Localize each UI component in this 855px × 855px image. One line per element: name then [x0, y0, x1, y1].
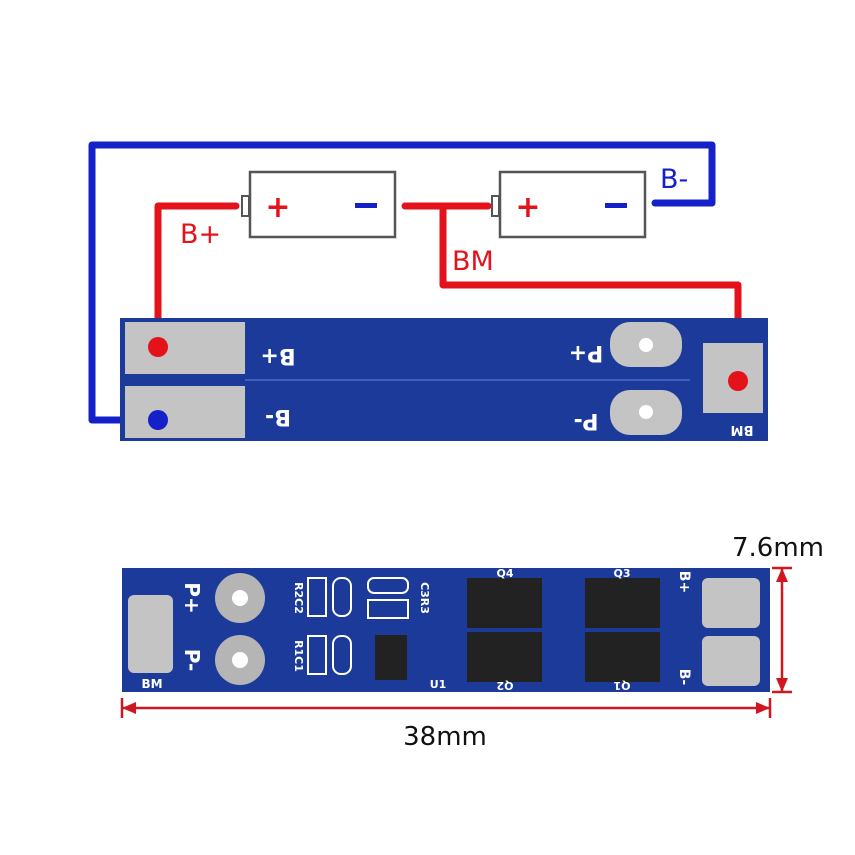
- dimension-lines: [120, 566, 792, 718]
- silk-b-minus: B-: [265, 404, 291, 429]
- svg-text:Q1: Q1: [613, 679, 630, 692]
- svg-text:B+: B+: [676, 571, 692, 593]
- silk-p-minus-b: P-: [180, 649, 204, 672]
- silk-p-plus-b: P+: [180, 582, 204, 613]
- b-minus-wire: [88, 141, 716, 424]
- bm-label: BM: [452, 246, 494, 277]
- silk-bm-b: BM: [141, 677, 162, 691]
- battery-1-plus: +: [265, 190, 290, 225]
- width-dimension: 38mm: [403, 722, 487, 752]
- svg-text:R1C1: R1C1: [292, 640, 305, 672]
- silk-p-minus: P-: [574, 408, 599, 433]
- svg-text:B-: B-: [676, 669, 692, 686]
- svg-text:Q3: Q3: [613, 567, 630, 580]
- pcb-bottom: P+ P- BM R2C2 R1C1 C3R3 U1 Q4 Q3 Q2 Q1 B…: [122, 567, 770, 692]
- svg-text:Q2: Q2: [496, 679, 513, 692]
- pcb-top: B+ B- P+ P- BM: [120, 318, 768, 441]
- battery-1: +: [241, 170, 397, 239]
- silk-p-plus: P+: [569, 340, 604, 365]
- silk-b-plus: B+: [260, 343, 295, 368]
- battery-2-plus: +: [515, 190, 540, 225]
- silk-bm: BM: [731, 422, 754, 437]
- svg-text:Q4: Q4: [496, 567, 513, 580]
- b-plus-label: B+: [180, 219, 221, 250]
- svg-text:U1: U1: [430, 678, 447, 691]
- svg-text:C3R3: C3R3: [418, 582, 431, 614]
- svg-text:R2C2: R2C2: [292, 582, 305, 614]
- battery-2: +: [491, 170, 647, 239]
- b-plus-wire: [154, 202, 240, 351]
- b-minus-label: B-: [660, 164, 688, 195]
- height-dimension: 7.6mm: [732, 533, 824, 563]
